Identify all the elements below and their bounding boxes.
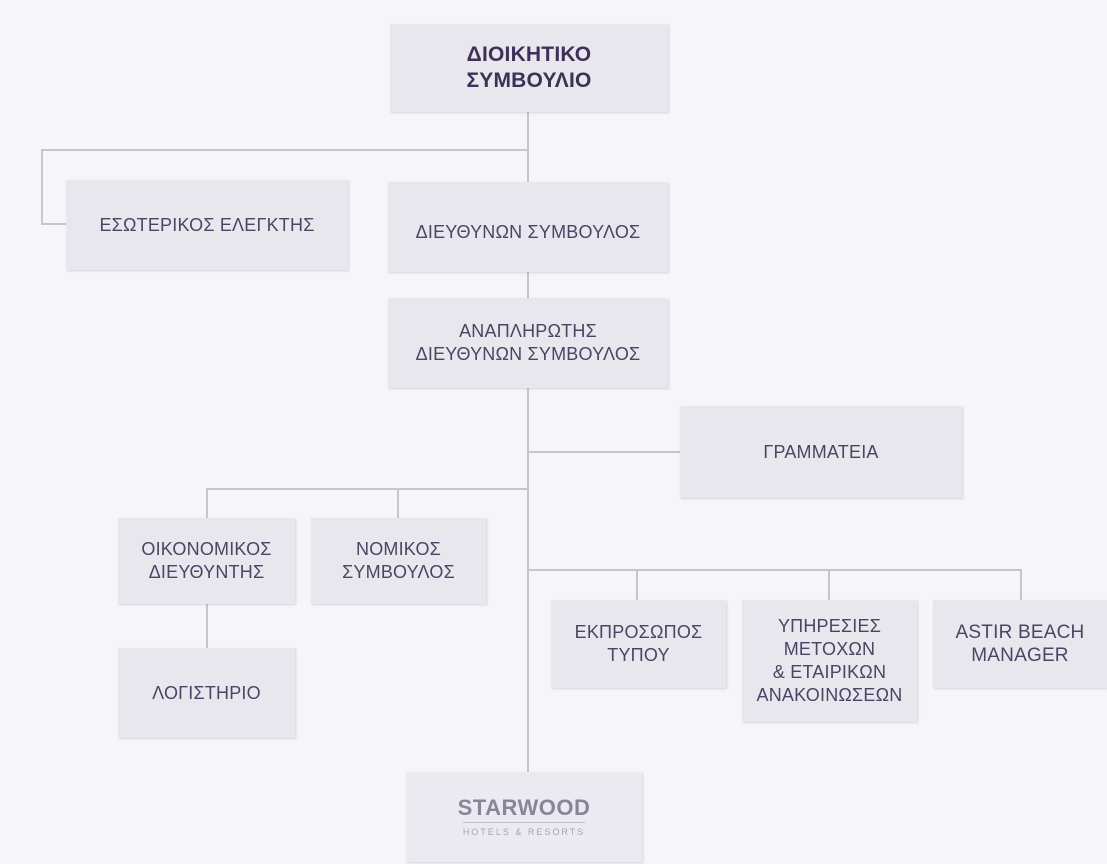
node-text: ΑΝΑΠΛΗΡΩΤΗΣ (459, 321, 597, 341)
node-accounting: ΛΟΓΙΣΤΗΡΙΟ (118, 648, 295, 738)
node-text: ΣΥΜΒΟΥΛΙΟ (466, 69, 592, 92)
node-text: ΟΙΚΟΝΟΜΙΚΟΣ (141, 539, 272, 559)
node-legal-advisor: ΝΟΜΙΚΟΣ ΣΥΜΒΟΥΛΟΣ (311, 518, 486, 604)
node-text: ΔΙΕΥΘΥΝΩΝ ΣΥΜΒΟΥΛΟΣ (415, 344, 641, 364)
node-text: ΛΟΓΙΣΤΗΡΙΟ (152, 682, 261, 703)
connector-board-auditor (41, 149, 528, 225)
node-text: ΜΕΤΟΧΩΝ (783, 639, 876, 659)
node-internal-auditor: ΕΣΩΤΕΡΙΚΟΣ ΕΛΕΓΚΤΗΣ (66, 180, 348, 270)
node-text: ΤΥΠΟΥ (607, 645, 670, 665)
node-shareholder-services: ΥΠΗΡΕΣΙΕΣ ΜΕΤΟΧΩΝ & ΕΤΑΙΡΙΚΩΝ ΑΝΑΚΟΙΝΩΣΕ… (742, 600, 917, 722)
starwood-logo-tagline: HOTELS & RESORTS (462, 822, 586, 838)
node-text: ΑΝΑΚΟΙΝΩΣΕΩΝ (756, 685, 903, 705)
node-text: ΔΙΟΙΚΗΤΙΚΟ (466, 43, 592, 66)
node-ceo: ΔΙΕΥΘΥΝΩΝ ΣΥΜΒΟΥΛΟΣ (388, 182, 668, 272)
node-press-spokesperson: ΕΚΠΡΟΣΩΠΟΣ ΤΥΠΟΥ (551, 600, 726, 688)
node-deputy-ceo: ΑΝΑΠΛΗΡΩΤΗΣ ΔΙΕΥΘΥΝΩΝ ΣΥΜΒΟΥΛΟΣ (388, 298, 668, 388)
node-text: ΣΥΜΒΟΥΛΟΣ (342, 562, 455, 582)
node-text: & ΕΤΑΙΡΙΚΩΝ (772, 662, 887, 682)
node-board-of-directors: ΔΙΟΙΚΗΤΙΚΟ ΣΥΜΒΟΥΛΙΟ (390, 24, 668, 112)
node-text: ASTIR BEACH (955, 622, 1085, 643)
node-text: ΝΟΜΙΚΟΣ (356, 539, 441, 559)
node-text: ΕΚΠΡΟΣΩΠΟΣ (574, 622, 703, 642)
node-text: ΥΠΗΡΕΣΙΕΣ (777, 616, 882, 636)
connector-left-branch (206, 488, 528, 518)
node-text: MANAGER (971, 645, 1069, 666)
node-text: ΔΙΕΥΘΥΝΩΝ ΣΥΜΒΟΥΛΟΣ (415, 221, 641, 242)
node-text: ΕΣΩΤΕΡΙΚΟΣ ΕΛΕΓΚΤΗΣ (99, 214, 315, 235)
starwood-logo-wordmark: STARWOOD (457, 795, 591, 820)
connector-right-branch (528, 569, 1022, 600)
node-astir-beach-manager: ASTIR BEACH MANAGER (933, 600, 1107, 688)
node-text: ΔΙΕΥΘΥΝΤΗΣ (148, 562, 265, 582)
node-secretariat: ΓΡΑΜΜΑΤΕΙΑ (680, 406, 962, 498)
node-starwood-logo: STARWOOD HOTELS & RESORTS (406, 772, 642, 862)
node-text: ΓΡΑΜΜΑΤΕΙΑ (763, 441, 879, 462)
node-cfo: ΟΙΚΟΝΟΜΙΚΟΣ ΔΙΕΥΘΥΝΤΗΣ (118, 518, 295, 604)
